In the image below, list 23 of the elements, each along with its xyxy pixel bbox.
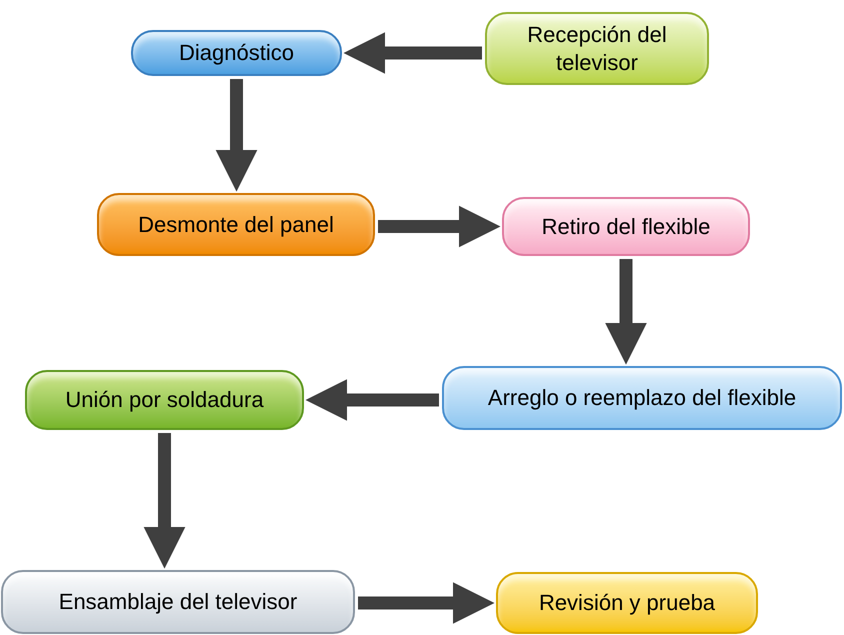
- process-box: [97, 193, 375, 256]
- step-text: Recepción del televisor: [526, 20, 668, 76]
- process-box: [442, 366, 842, 430]
- arrow: [216, 79, 258, 192]
- step-text: Desmonte del panel: [138, 210, 334, 238]
- arrow: [358, 582, 495, 624]
- process-box: [1, 570, 355, 634]
- process-box: [502, 197, 750, 256]
- step-text: Unión por soldadura: [65, 386, 264, 414]
- step-text: Diagnóstico: [179, 39, 294, 67]
- process-box: [496, 572, 758, 634]
- step-text: Retiro del flexible: [542, 212, 710, 240]
- arrow: [343, 32, 482, 74]
- step-text: Arreglo o reemplazo del flexible: [488, 384, 796, 412]
- process-box: [131, 30, 342, 76]
- step-text: Revisión y prueba: [538, 589, 716, 617]
- arrow: [605, 259, 647, 365]
- step-text: Ensamblaje del televisor: [58, 588, 298, 616]
- process-box: [25, 370, 304, 430]
- arrow: [305, 379, 439, 421]
- arrow: [378, 206, 501, 248]
- process-box: [485, 12, 709, 85]
- arrow: [144, 433, 186, 569]
